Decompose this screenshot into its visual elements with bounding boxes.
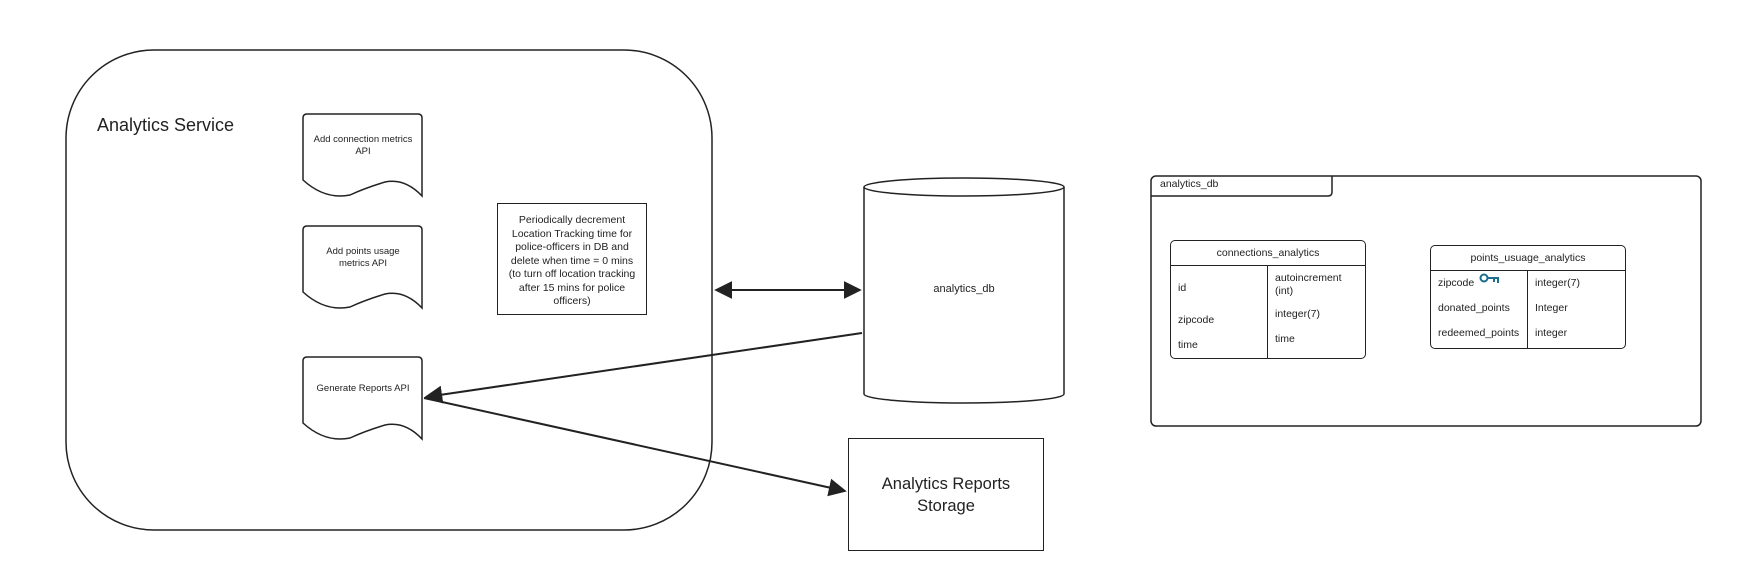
location-tracking-note[interactable]: Periodically decrement Location Tracking…: [497, 203, 647, 315]
table-field-type: integer(7): [1535, 277, 1580, 289]
table-field-name: zipcode: [1178, 314, 1215, 326]
points-usuage-analytics-type-column: integer(7) Integer integer: [1528, 271, 1624, 348]
api-doc-shape-connection[interactable]: [302, 113, 423, 198]
connections-analytics-type-column: autoincrement (int) integer(7) time: [1268, 266, 1364, 358]
table-field-name: redeemed_points: [1438, 327, 1520, 339]
table-field-name: id: [1178, 282, 1187, 294]
analytics-reports-storage-label: Analytics Reports Storage: [881, 474, 1011, 515]
analytics-service-title: Analytics Service: [97, 115, 235, 135]
analytics-db-label: analytics_db: [933, 283, 995, 295]
table-field-type: time: [1275, 333, 1295, 345]
add-points-usage-metrics-api-label: Add points usage metrics API: [326, 246, 400, 269]
table-field-type: autoincrement (int): [1275, 272, 1342, 297]
primary-key-icon: [1479, 273, 1499, 283]
analytics-reports-storage[interactable]: Analytics Reports Storage: [848, 438, 1044, 551]
schema-package-tab: [1151, 176, 1333, 197]
connections-analytics-field-column: id zipcode time: [1171, 266, 1268, 358]
api-doc-shape-reports[interactable]: [302, 356, 423, 441]
schema-package-frame[interactable]: [1150, 175, 1702, 427]
schema-package-label: analytics_db: [1160, 178, 1219, 190]
analytics-db-cylinder[interactable]: [863, 177, 1065, 404]
connections-analytics-table-name: connections_analytics: [1216, 247, 1320, 259]
api-doc-shape-points[interactable]: [302, 225, 423, 310]
table-field-name: zipcode: [1438, 277, 1475, 289]
connections-analytics-table[interactable]: connections_analytics id zipcode time au…: [1170, 240, 1366, 359]
add-connection-metrics-api-label: Add connection metrics API: [313, 134, 413, 157]
db-to-reports-api-arrow[interactable]: [424, 332, 863, 404]
table-field-type: integer(7): [1275, 308, 1320, 320]
generate-reports-api-label: Generate Reports API: [316, 383, 410, 394]
points-usuage-analytics-field-column: zipcode donated_points redeemed_points: [1431, 271, 1528, 348]
table-field-type: integer: [1535, 327, 1568, 339]
points-usuage-analytics-table-name: points_usuage_analytics: [1470, 252, 1586, 264]
table-field-type: Integer: [1535, 302, 1568, 314]
table-field-name: time: [1178, 339, 1198, 351]
connections-analytics-table-header: connections_analytics: [1171, 241, 1365, 266]
analytics-service-container[interactable]: [65, 49, 713, 531]
points-usuage-analytics-table-header: points_usuage_analytics: [1431, 246, 1625, 271]
reports-api-to-storage-arrow[interactable]: [423, 397, 847, 497]
table-field-name: donated_points: [1438, 302, 1510, 314]
points-usuage-analytics-table[interactable]: points_usuage_analytics zipcode donated_…: [1430, 245, 1626, 349]
